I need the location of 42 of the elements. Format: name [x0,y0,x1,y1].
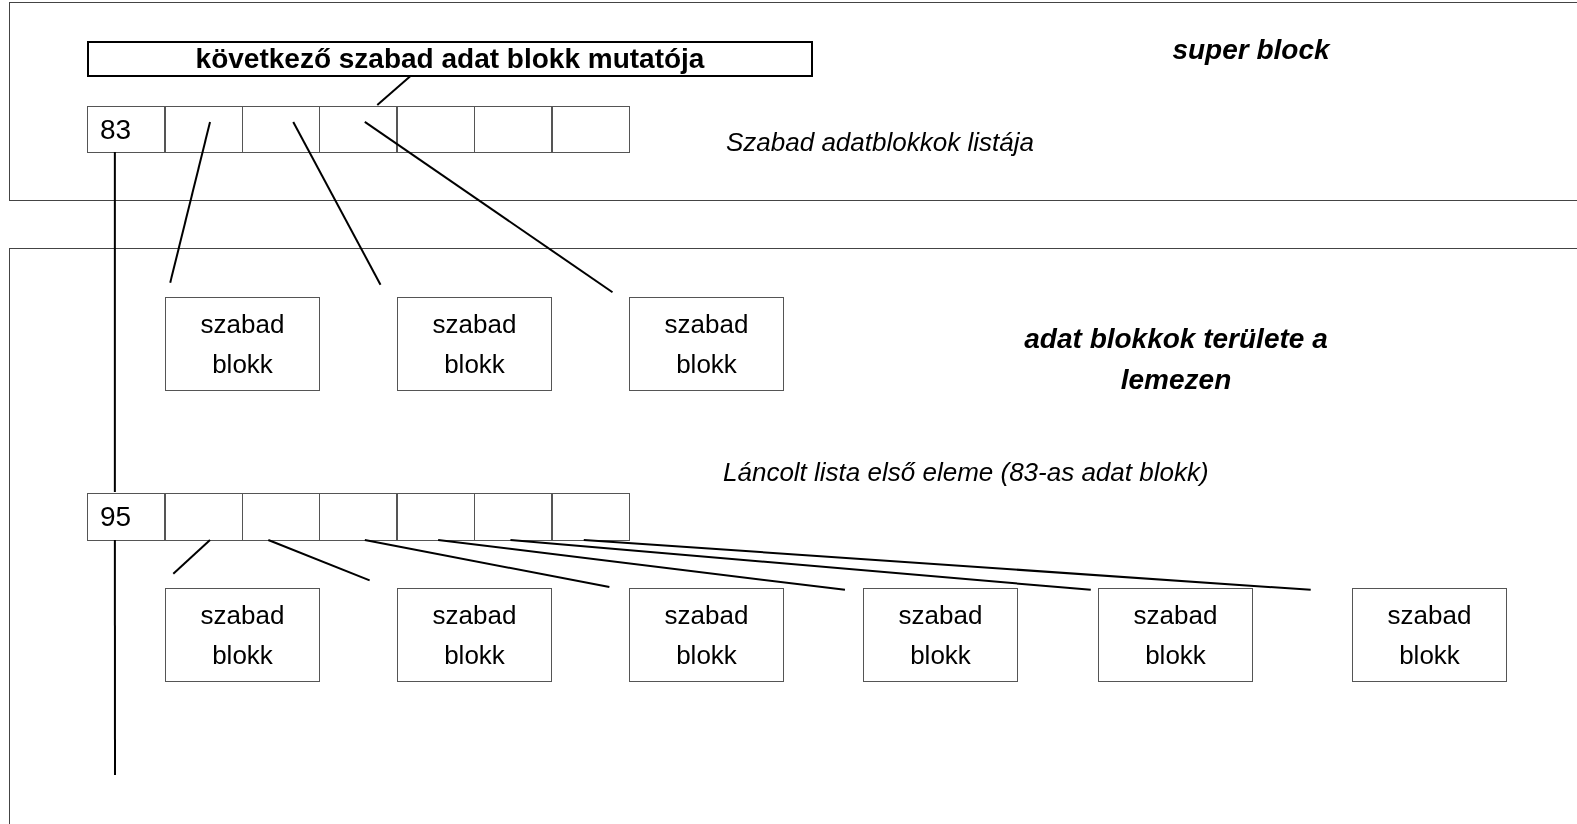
section-panel [9,2,1577,201]
connector-line [172,539,211,575]
section-caption: Szabad adatblokkok listája [726,126,1035,159]
free-block: szabad blokk [397,588,552,682]
list-cell [242,106,320,153]
free-block: szabad blokk [1098,588,1253,682]
connector-line [437,539,846,591]
connector-line [169,120,211,284]
connector-line [582,539,1312,591]
list-cell: 95 [87,493,165,541]
section-heading: super block [1171,33,1332,67]
connector-line [363,120,614,294]
connector-line [267,539,371,582]
section-panel [9,248,1577,824]
list-cell [319,106,397,153]
list-cell [397,106,475,153]
connector-line [113,539,116,776]
free-block: szabad blokk [1352,588,1507,682]
list-cell [474,106,552,153]
free-block: szabad blokk [165,588,320,682]
free-block: szabad blokk [863,588,1018,682]
list-cell [242,493,320,541]
free-block: szabad blokk [165,297,320,391]
connector-line [363,539,611,588]
free-block: szabad blokk [397,297,552,391]
list-cell [397,493,475,541]
list-cell [474,493,552,541]
list-cell [165,106,243,153]
list-cell [319,493,397,541]
list-cell [552,106,630,153]
connector-line [292,120,382,286]
list-cell [165,493,243,541]
connector-line [113,151,116,493]
connector-line [509,539,1092,591]
section-caption: Láncolt lista első eleme (83-as adat blokk) [723,456,1210,489]
pointer-label: következő szabad adat blokk mutatója [87,41,813,77]
section-heading: adat blokkok területe a lemezen [1023,322,1329,397]
connector-line [376,75,412,106]
free-block: szabad blokk [629,588,784,682]
list-cell [552,493,630,541]
free-block: szabad blokk [629,297,784,391]
list-cell: 83 [87,106,165,153]
